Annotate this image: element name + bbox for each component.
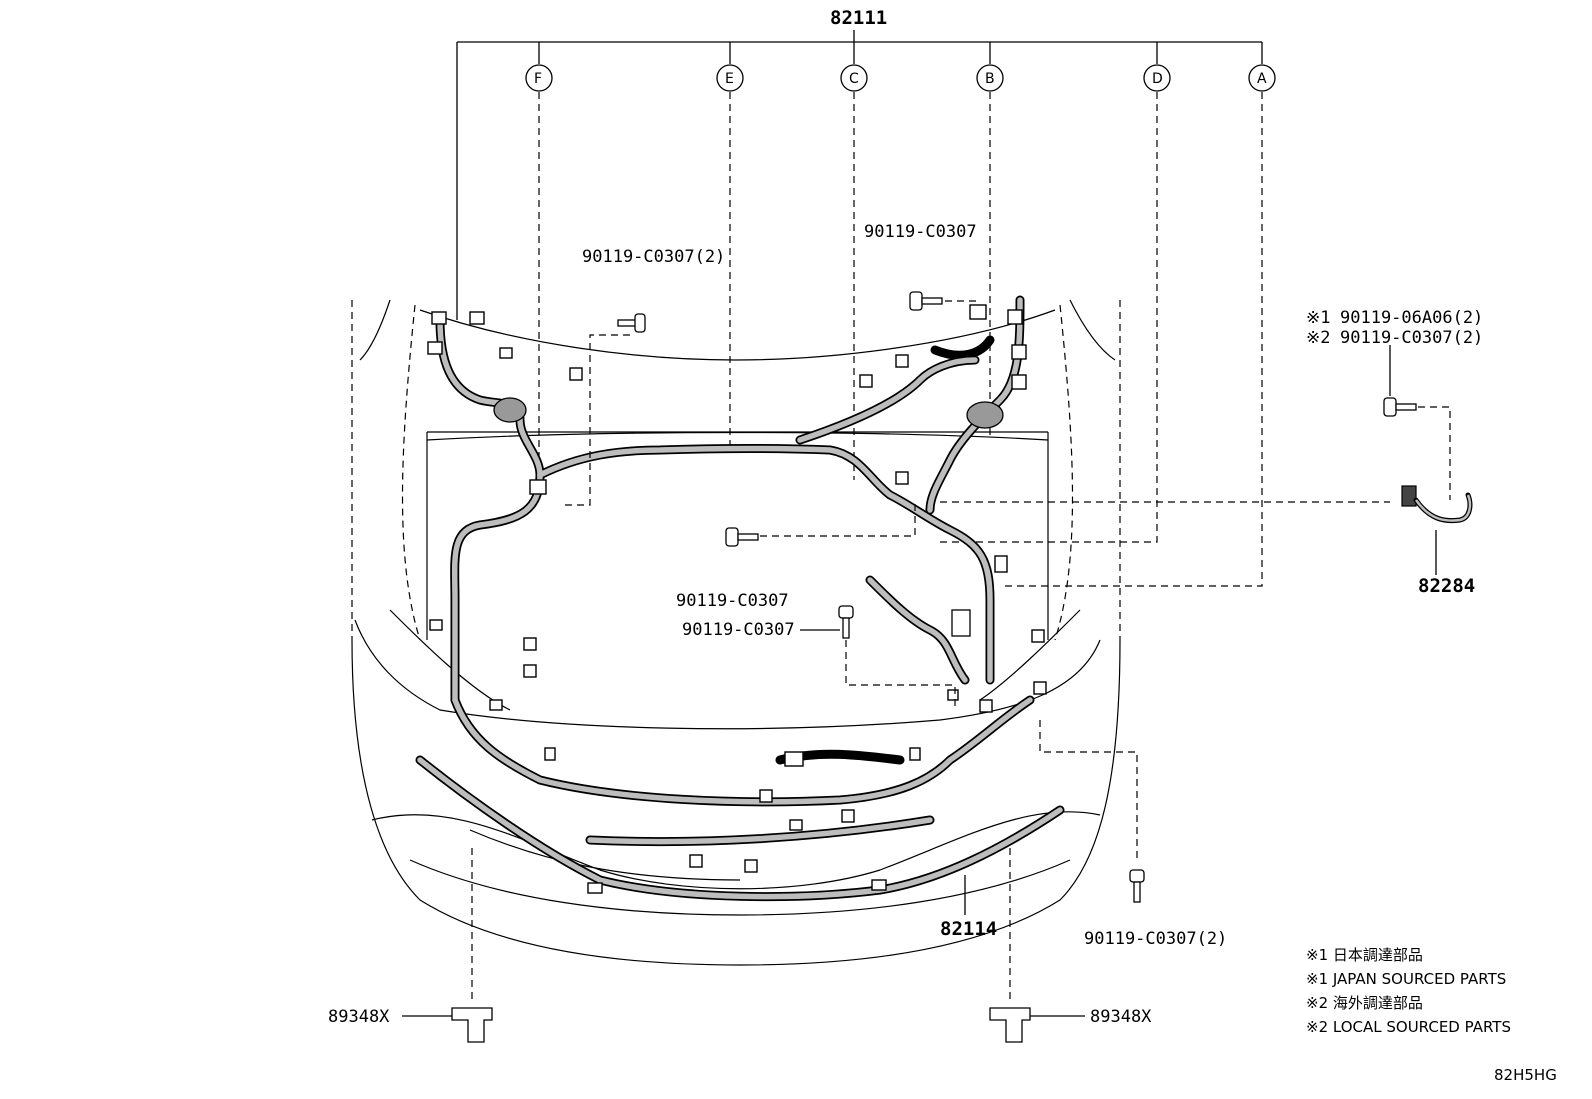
sub-wire-82284[interactable] [1401,485,1473,575]
engine-room-harness[interactable] [415,295,1065,902]
callout-f: F [525,64,553,92]
right-bolt-part-2: 90119-C0307(2) [1340,328,1483,348]
figure-code: 82H5HG [1494,1066,1557,1084]
svg-text:B: B [985,71,995,87]
callout-d: D [1143,64,1171,92]
right-bolt-mark-1: ※1 [1306,308,1330,328]
svg-text:C: C [849,71,859,87]
callout-c: C [840,64,868,92]
clamp-right[interactable] [989,848,1085,1043]
bumper-wire-part-number[interactable]: 82114 [940,918,997,940]
svg-text:F: F [534,71,542,87]
right-bolt[interactable] [1383,345,1451,500]
sub-wire-part-number: 82284 [1418,575,1475,597]
svg-text:D: D [1152,71,1163,87]
callout-a: A [1248,64,1276,92]
bolt-top-left-label: 90119-C0307(2) [582,247,725,267]
bolt-bottom-right-label: 90119-C0307(2) [1084,929,1227,949]
bolt-middle-1[interactable] [725,500,916,547]
main-harness-bracket [456,30,1263,320]
legend-line-2: ※1 JAPAN SOURCED PARTS [1306,970,1506,988]
bolt-bottom-right[interactable] [1039,720,1145,903]
clamp-left-label: 89348X [328,1007,390,1027]
svg-text:E: E [725,71,734,87]
callout-b: B [976,64,1004,92]
bolt-top-left[interactable] [560,313,646,506]
main-harness-part-number[interactable]: 82111 [830,7,887,29]
bolt-top-center-label: 90119-C0307 [864,222,977,242]
legend: ※1 日本調達部品 ※1 JAPAN SOURCED PARTS ※2 海外調達… [1306,946,1511,1036]
bolt-middle-2-label: 90119-C0307 [682,620,795,640]
right-bolt-mark-2: ※2 [1306,328,1330,348]
bolt-top-center[interactable] [909,291,980,311]
bolt-middle-2[interactable] [800,605,956,710]
clamp-right-label: 89348X [1090,1007,1152,1027]
callout-leaders [538,92,1390,587]
bolt-middle-1-label: 90119-C0307 [676,591,789,611]
legend-line-3: ※2 海外調達部品 [1306,994,1423,1012]
right-bolt-part-1: 90119-06A06(2) [1340,308,1483,328]
svg-text:A: A [1257,71,1267,87]
legend-line-1: ※1 日本調達部品 [1306,946,1423,964]
clamp-left[interactable] [402,848,493,1043]
callout-e: E [716,64,744,92]
legend-line-4: ※2 LOCAL SOURCED PARTS [1306,1018,1511,1036]
